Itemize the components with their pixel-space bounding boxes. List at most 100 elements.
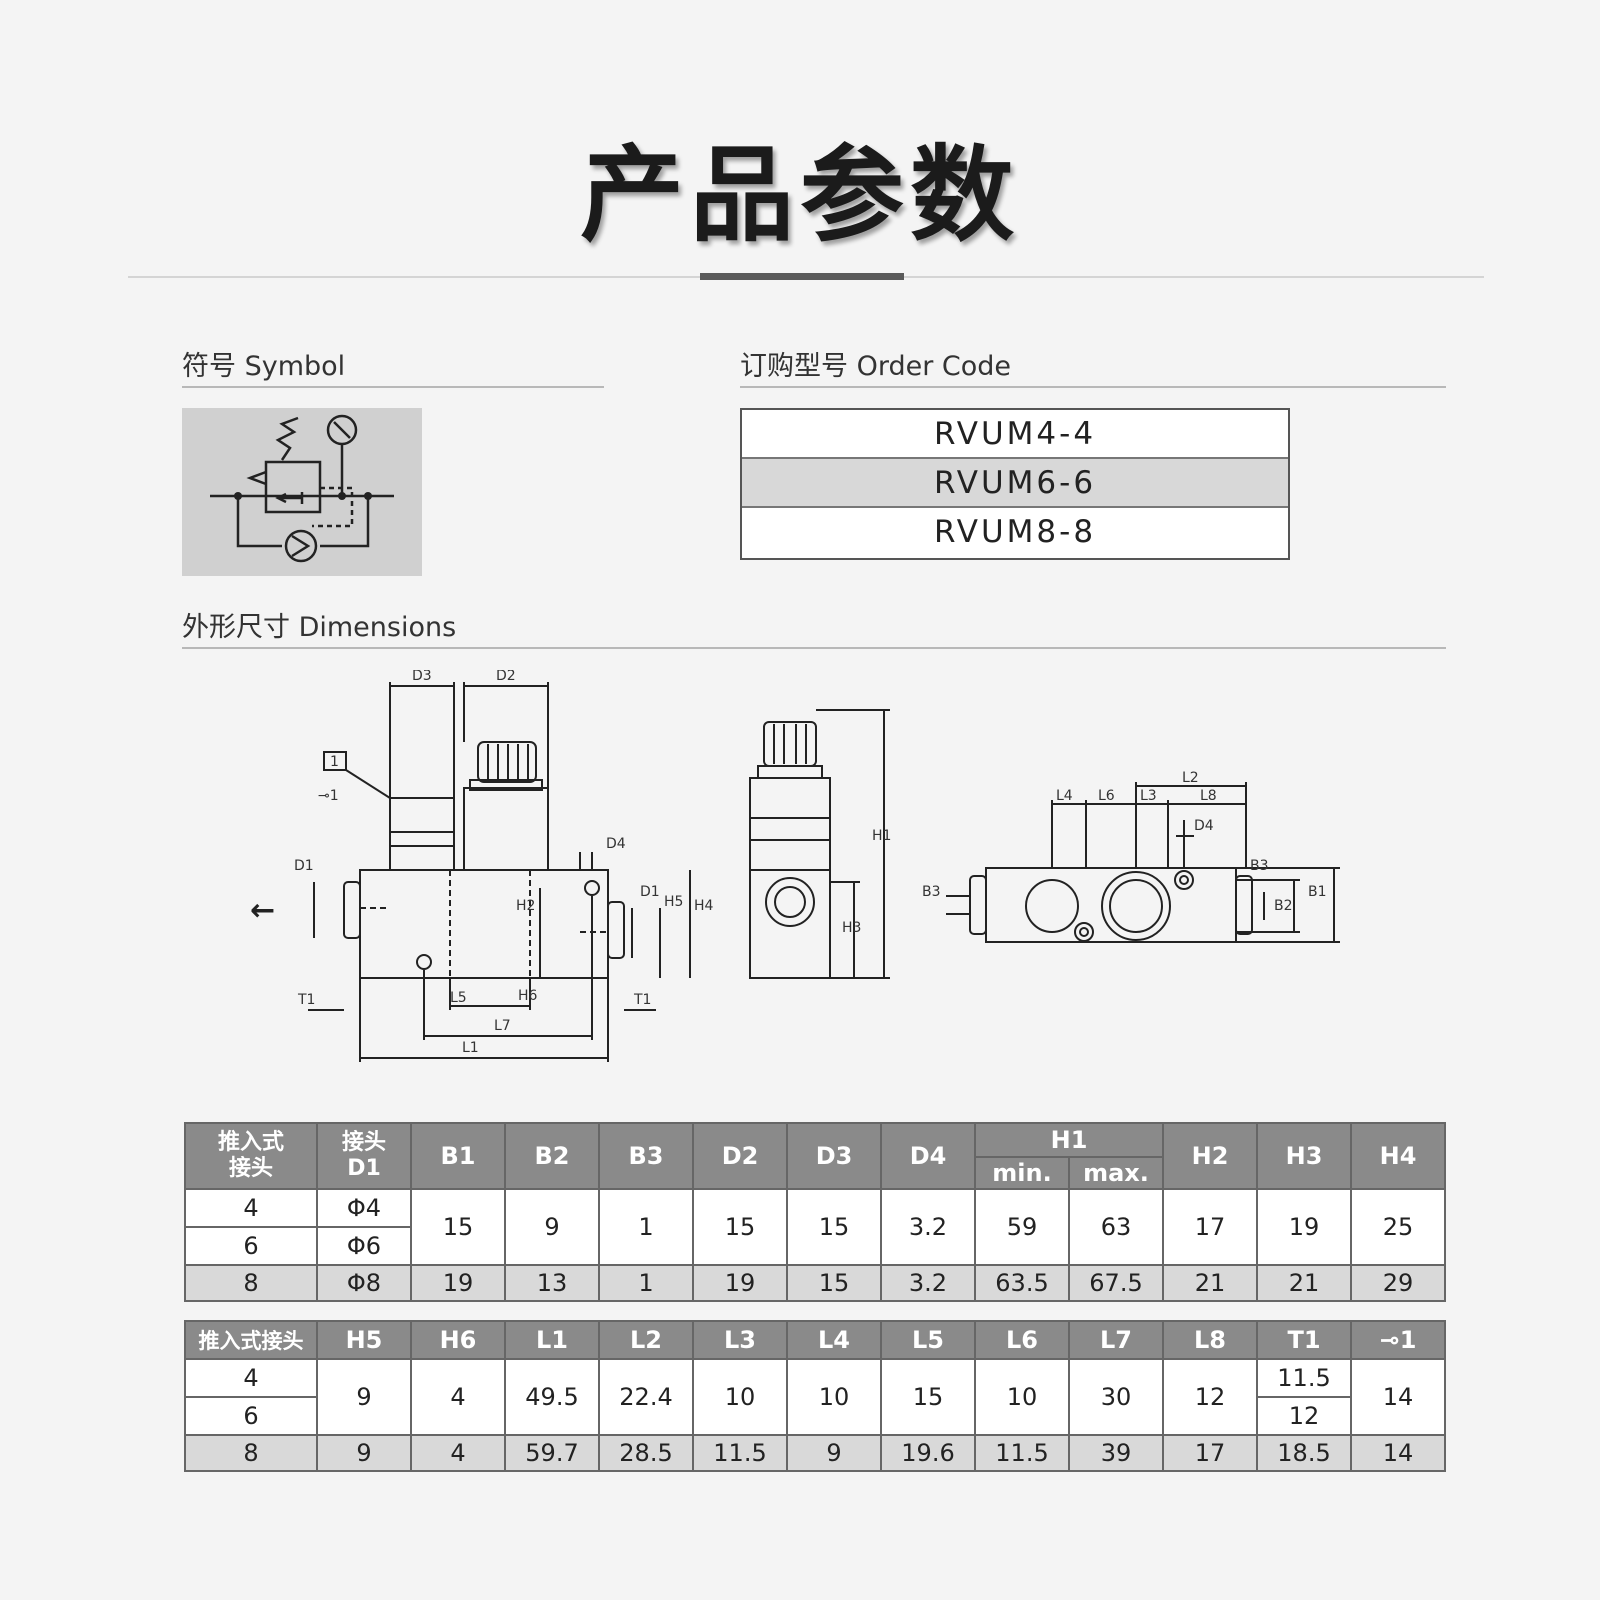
cell-d4: 3.2 [880, 1264, 976, 1302]
col-h3: H3 [1256, 1122, 1353, 1190]
cell-d1: Φ4 [316, 1188, 412, 1228]
label-b2: B2 [1274, 898, 1293, 914]
label-l7: L7 [494, 1018, 511, 1034]
label-l8: L8 [1200, 788, 1217, 804]
cell-push: 8 [184, 1434, 318, 1472]
cell-h4: 29 [1350, 1264, 1447, 1302]
col-h6: H6 [410, 1320, 506, 1360]
col-t1: T1 [1256, 1320, 1352, 1360]
label-d3: D3 [412, 670, 432, 684]
dimension-drawing: D3 D2 D4 1 ⊸1 D1 D1 H2 H5 H4 H6 L5 L7 L1… [250, 670, 1340, 1062]
label-h1: H1 [872, 828, 891, 844]
cell-t1: 11.5 [1256, 1358, 1352, 1398]
cell-l5: 19.6 [880, 1434, 976, 1472]
label-ring: ⊸1 [318, 788, 339, 804]
label-d2: D2 [496, 670, 516, 684]
col-l2: L2 [598, 1320, 694, 1360]
order-code-item: RVUM6-6 [742, 459, 1288, 508]
col-push-fitting: 推入式接头 [184, 1320, 318, 1360]
col-h1-min: min. [974, 1156, 1070, 1190]
table-row: 8 Φ8 19 13 1 19 15 3.2 63.5 67.5 21 21 2… [184, 1264, 1447, 1302]
label-h6: H6 [518, 988, 538, 1004]
col-l8: L8 [1162, 1320, 1258, 1360]
order-code-section-label: 订购型号 Order Code [740, 351, 1012, 382]
cell-d1: Φ8 [316, 1264, 412, 1302]
table-row: 4 9 4 49.5 22.4 10 10 15 10 30 12 11.5 1… [184, 1358, 1446, 1436]
col-b2: B2 [504, 1122, 600, 1190]
label-b3-left: B3 [922, 884, 941, 900]
cell-h6: 4 [410, 1434, 506, 1472]
cell-l7: 30 [1068, 1358, 1164, 1436]
col-ring: ⊸1 [1350, 1320, 1446, 1360]
cell-h5: 9 [316, 1434, 412, 1472]
order-code-item: RVUM8-8 [933, 514, 1097, 550]
col-l7: L7 [1068, 1320, 1164, 1360]
label-h3: H3 [842, 920, 861, 936]
label-h2: H2 [516, 898, 535, 914]
cell-b2: 9 [504, 1188, 600, 1266]
cell-push: 6 [184, 1226, 318, 1266]
order-code-section-line [740, 386, 1446, 388]
callout-1: 1 [330, 754, 339, 770]
cell-l2: 28.5 [598, 1434, 694, 1472]
cell-d2: 15 [692, 1188, 788, 1266]
cell-l3: 10 [692, 1358, 788, 1436]
cell-push: 6 [184, 1396, 318, 1436]
label-h4: H4 [694, 898, 714, 914]
label-l1: L1 [462, 1040, 479, 1056]
cell-d3: 15 [786, 1188, 882, 1266]
cell-l8: 17 [1162, 1434, 1258, 1472]
col-h4: H4 [1350, 1122, 1447, 1190]
cell-l4: 10 [786, 1358, 882, 1436]
col-d4: D4 [880, 1122, 976, 1190]
col-h5: H5 [316, 1320, 412, 1360]
col-l4: L4 [786, 1320, 882, 1360]
cell-h1-max: 63 [1067, 1188, 1165, 1266]
cell-push: 4 [184, 1188, 318, 1228]
dimensions-section-label: 外形尺寸 Dimensions [182, 612, 457, 643]
cell-d4: 3.2 [880, 1188, 976, 1266]
cell-l4: 9 [786, 1434, 882, 1472]
cell-l6: 10 [974, 1358, 1070, 1436]
cell-h1-min: 63.5 [974, 1264, 1070, 1302]
cell-h2: 21 [1162, 1264, 1259, 1302]
order-code-list: RVUM4-4 RVUM6-6 RVUM8-8 [740, 408, 1290, 560]
cell-l6: 11.5 [974, 1434, 1070, 1472]
col-h1: H1 [973, 1122, 1165, 1158]
label-l5: L5 [450, 990, 467, 1006]
label-d4-bottom: D4 [1194, 818, 1214, 834]
dimension-table-2: 推入式接头 H5 H6 L1 L2 L3 L4 L5 L6 L7 L8 T1 ⊸… [184, 1320, 1446, 1472]
cell-ring: 14 [1350, 1358, 1446, 1436]
cell-t1: 18.5 [1256, 1434, 1352, 1472]
label-d1-right: D1 [640, 884, 660, 900]
label-h5: H5 [664, 894, 683, 910]
cell-t1: 12 [1256, 1396, 1352, 1436]
cell-b3: 1 [598, 1188, 694, 1266]
cell-h6: 4 [410, 1358, 506, 1436]
label-t1-right: T1 [633, 992, 651, 1008]
col-l6: L6 [974, 1320, 1070, 1360]
page-title: 产品参数 [579, 134, 1020, 256]
cell-b3: 1 [598, 1264, 694, 1302]
label-t1-left: T1 [297, 992, 315, 1008]
cell-b2: 13 [504, 1264, 600, 1302]
label-d4: D4 [606, 836, 626, 852]
cell-b1: 19 [410, 1264, 506, 1302]
cell-d2: 19 [692, 1264, 788, 1302]
symbol-section-label: 符号 Symbol [182, 351, 346, 382]
label-b1: B1 [1308, 884, 1327, 900]
label-d1-left: D1 [294, 858, 314, 874]
label-l3: L3 [1140, 788, 1157, 804]
label-l4: L4 [1056, 788, 1073, 804]
cell-l8: 12 [1162, 1358, 1258, 1436]
cell-ring: 14 [1350, 1434, 1446, 1472]
cell-h1-min: 59 [974, 1188, 1070, 1266]
cell-d3: 15 [786, 1264, 882, 1302]
col-h1-max: max. [1067, 1156, 1165, 1190]
cell-h2: 17 [1162, 1188, 1259, 1266]
col-l1: L1 [504, 1320, 600, 1360]
regulator-symbol-icon [210, 414, 394, 563]
label-l2: L2 [1182, 770, 1199, 786]
col-l5: L5 [880, 1320, 976, 1360]
